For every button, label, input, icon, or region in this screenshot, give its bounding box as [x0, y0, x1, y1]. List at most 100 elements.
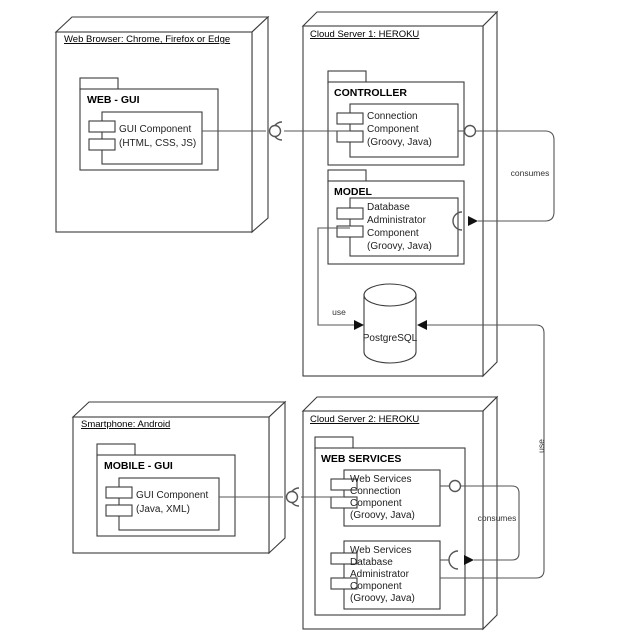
package-web-gui[interactable]: WEB - GUI GUI Component (HTML, CSS, JS) — [79, 77, 219, 171]
node-cloud-server-1[interactable]: Cloud Server 1: HEROKU CONTROLLER Connec… — [301, 10, 499, 378]
component-connection-line1: Connection — [367, 111, 418, 122]
edge-label-use-server2: use — [536, 439, 546, 453]
database-postgresql[interactable]: PostgreSQL — [363, 283, 418, 364]
package-controller-label: CONTROLLER — [334, 87, 407, 99]
connector-use-arrowhead-server2 — [417, 320, 427, 330]
package-web-gui-tab — [79, 77, 119, 91]
component-icon-bar-bottom — [88, 138, 116, 151]
database-postgresql-label: PostgreSQL — [363, 333, 418, 344]
component-web-services-database-administrator-component[interactable]: Web Services Database Administrator Comp… — [330, 540, 441, 610]
connector-consumes-arrowhead-server1 — [468, 216, 478, 226]
provided-interface-lollipop-smartphone — [285, 490, 299, 504]
package-model-label: MODEL — [334, 186, 373, 198]
connector-controller-consumes-model[interactable]: consumes — [452, 124, 555, 231]
provided-interface-lollipop-ws-connection — [448, 479, 462, 493]
component-db-admin-box — [349, 197, 459, 257]
package-controller[interactable]: CONTROLLER Connection Component (Groovy,… — [327, 70, 465, 166]
component-web-gui-box — [101, 111, 203, 165]
connector-use-path-server1 — [317, 227, 357, 326]
connector-consumes-arrowhead-server2 — [464, 555, 474, 565]
component-ws-db-admin-line4: Component — [350, 581, 402, 592]
component-web-gui-component[interactable]: GUI Component (HTML, CSS, JS) — [88, 111, 203, 165]
node-web-browser-side-face — [251, 15, 269, 234]
connector-ws-connection-consumes-ws-db[interactable]: consumes — [440, 479, 520, 570]
component-icon-bar-bottom — [330, 577, 358, 590]
package-model-tab — [327, 169, 367, 183]
node-smartphone-label: Smartphone: Android — [81, 419, 170, 430]
component-mobile-gui-box — [118, 477, 220, 531]
component-icon-bar-bottom — [105, 504, 133, 517]
node-cloud-server-1-side-face — [482, 10, 498, 378]
component-ws-db-admin-box — [343, 540, 441, 610]
connector-smartphone-to-server2[interactable] — [219, 487, 344, 507]
node-smartphone-top-face — [71, 401, 287, 418]
node-cloud-server-1-top-face — [301, 11, 499, 27]
component-ws-connection-line1: Web Services — [350, 474, 412, 485]
component-ws-db-admin-line2: Database — [350, 557, 393, 568]
component-mobile-gui-line1: GUI Component — [136, 490, 208, 501]
database-cylinder-body — [363, 294, 417, 364]
package-web-gui-label: WEB - GUI — [87, 94, 140, 106]
component-db-admin-line3: Component — [367, 228, 419, 239]
node-smartphone[interactable]: Smartphone: Android MOBILE - GUI GUI Com… — [71, 400, 287, 555]
package-mobile-gui-tab — [96, 443, 136, 457]
component-web-services-connection-component[interactable]: Web Services Connection Component (Groov… — [330, 469, 441, 527]
component-connection-line2: Component — [367, 124, 419, 135]
component-ws-connection-line2: Connection — [350, 486, 401, 497]
node-web-browser-label: Web Browser: Chrome, Firefox or Edge — [64, 34, 230, 45]
component-db-admin-line1: Database — [367, 202, 410, 213]
component-web-gui-line1: GUI Component — [119, 124, 191, 135]
component-ws-db-admin-line5: (Groovy, Java) — [350, 593, 415, 604]
component-icon-bar-top — [330, 478, 358, 491]
component-ws-connection-line3: Component — [350, 498, 402, 509]
component-ws-db-admin-line1: Web Services — [350, 545, 412, 556]
connector-use-arrowhead-server1 — [354, 320, 364, 330]
component-ws-connection-line4: (Groovy, Java) — [350, 510, 415, 521]
package-web-services-tab — [314, 436, 354, 450]
edge-label-use-db-left: use — [332, 307, 346, 317]
connector-server2-use-database[interactable]: use — [417, 320, 546, 579]
component-icon-bar-top — [330, 552, 358, 565]
node-cloud-server-2-top-face — [301, 396, 499, 412]
component-icon-bar-top — [88, 120, 116, 133]
component-icon-bar-bottom — [336, 225, 364, 238]
edge-label-consumes-bottom: consumes — [478, 513, 517, 523]
component-icon-bar-top — [336, 112, 364, 125]
node-cloud-server-1-label: Cloud Server 1: HEROKU — [310, 29, 419, 40]
node-web-browser[interactable]: Web Browser: Chrome, Firefox or Edge WEB… — [54, 15, 270, 234]
component-icon-bar-bottom — [336, 130, 364, 143]
component-ws-db-admin-line3: Administrator — [350, 569, 410, 580]
connector-consumes-path-server1 — [476, 130, 555, 222]
component-database-administrator-component[interactable]: Database Administrator Component (Groovy… — [336, 197, 459, 257]
connector-use-path-server2 — [424, 324, 545, 579]
node-cloud-server-2[interactable]: Cloud Server 2: HEROKU WEB SERVICES Web … — [301, 395, 499, 631]
component-icon-bar-top — [105, 486, 133, 499]
provided-interface-lollipop-controller — [463, 124, 477, 138]
component-web-gui-line2: (HTML, CSS, JS) — [119, 138, 196, 149]
required-interface-socket-model — [452, 211, 463, 231]
node-cloud-server-2-label: Cloud Server 2: HEROKU — [310, 414, 419, 425]
component-db-admin-line4: (Groovy, Java) — [367, 241, 432, 252]
package-mobile-gui-label: MOBILE - GUI — [104, 460, 173, 472]
component-mobile-gui-line2: (Java, XML) — [136, 504, 190, 515]
component-mobile-gui-component[interactable]: GUI Component (Java, XML) — [105, 477, 220, 531]
package-mobile-gui[interactable]: MOBILE - GUI GUI Component (Java, XML) — [96, 443, 236, 537]
package-web-services[interactable]: WEB SERVICES Web Services Connection Com… — [314, 436, 466, 616]
component-connection-line3: (Groovy, Java) — [367, 137, 432, 148]
component-connection-component[interactable]: Connection Component (Groovy, Java) — [336, 103, 459, 158]
connector-consumes-path-server2 — [461, 485, 520, 561]
provided-interface-lollipop-browser — [268, 124, 282, 138]
package-model[interactable]: MODEL Database Administrator Component (… — [327, 169, 465, 265]
component-icon-bar-top — [336, 207, 364, 220]
component-ws-connection-box — [343, 469, 441, 527]
database-cylinder-top — [363, 283, 417, 307]
package-controller-tab — [327, 70, 367, 84]
connector-browser-to-server1[interactable] — [202, 121, 350, 141]
connector-model-use-database[interactable]: use — [317, 227, 364, 330]
component-db-admin-line2: Administrator — [367, 215, 427, 226]
node-web-browser-top-face — [54, 16, 270, 33]
node-smartphone-side-face — [268, 400, 286, 555]
package-web-services-label: WEB SERVICES — [321, 453, 401, 465]
